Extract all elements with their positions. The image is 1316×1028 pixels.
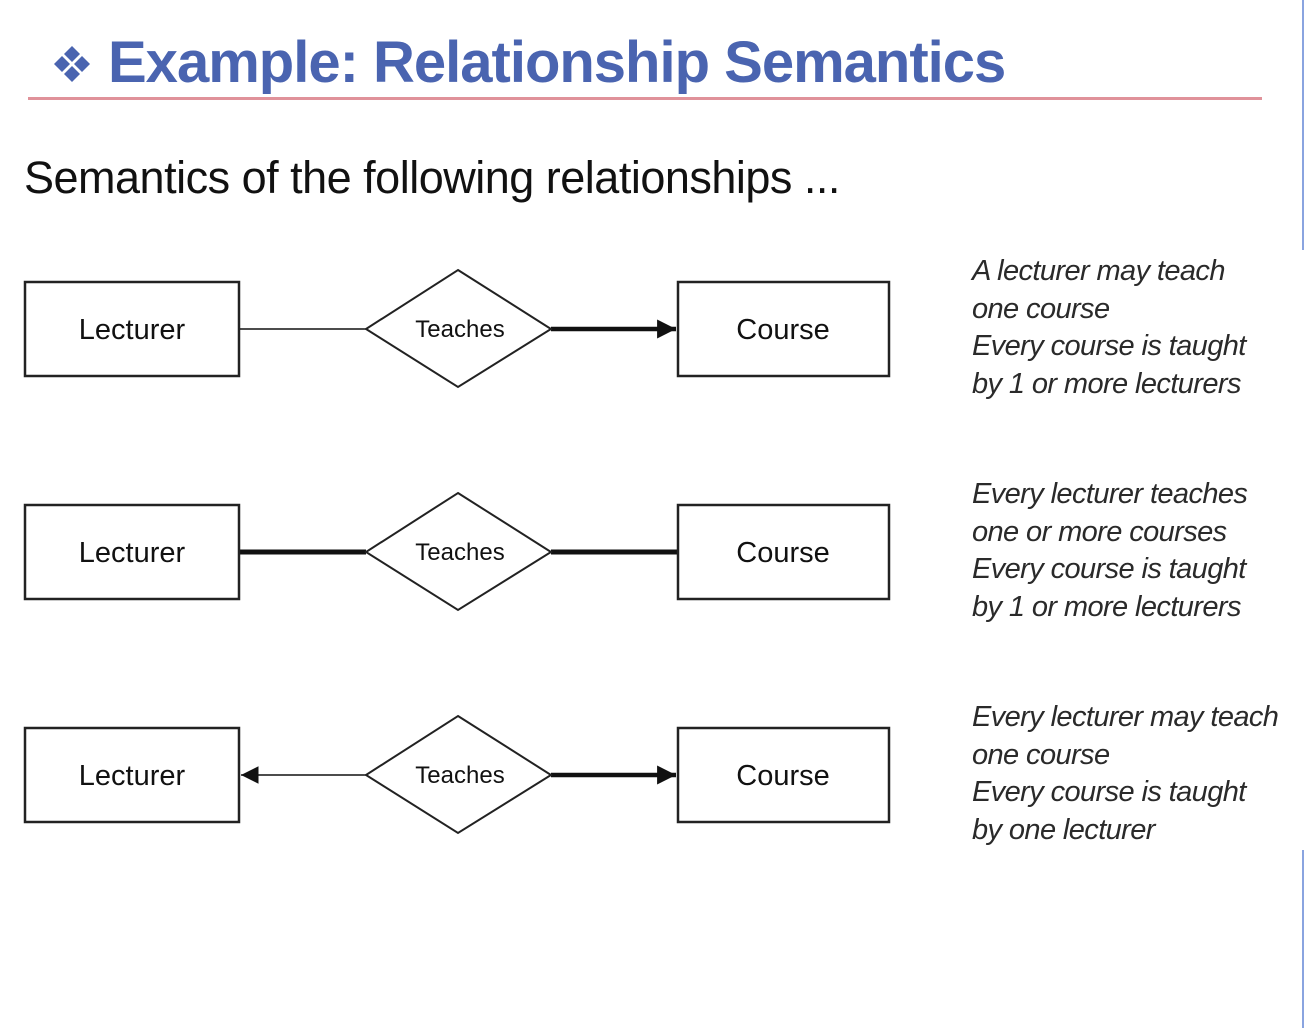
bullet-diamond-left xyxy=(54,56,70,72)
page-title: Example: Relationship Semantics xyxy=(108,29,1006,95)
semantics-line: one or more courses xyxy=(972,515,1227,548)
relationship-teaches xyxy=(364,268,553,389)
semantics-line: one course xyxy=(972,292,1110,325)
entity-course-label: Course xyxy=(736,760,830,792)
right-edge-line-bottom xyxy=(1302,850,1304,1028)
entity-course xyxy=(676,503,891,601)
entity-lecturer-label: Lecturer xyxy=(79,760,186,792)
entity-lecturer xyxy=(23,726,241,824)
er-diagram-3: Lecturer Teaches Course xyxy=(23,714,891,835)
entity-lecturer xyxy=(23,503,241,601)
relationship-teaches-label: Teaches xyxy=(415,762,504,789)
entity-lecturer-label: Lecturer xyxy=(79,537,186,569)
entity-course-label: Course xyxy=(736,537,830,569)
relationship-teaches-label: Teaches xyxy=(415,316,504,343)
semantics-text-2: Every lecturer teaches one or more cours… xyxy=(972,476,1312,626)
er-diagram-2: Lecturer Teaches Course xyxy=(23,491,891,612)
title-underline xyxy=(28,97,1262,100)
semantics-line: Every lecturer teaches xyxy=(972,478,1248,510)
entity-lecturer xyxy=(23,280,241,378)
semantics-text-3: Every lecturer may teach one course Ever… xyxy=(972,699,1312,849)
semantics-line: one course xyxy=(972,738,1110,771)
semantics-line: Every lecturer may teach xyxy=(972,701,1279,733)
relationship-teaches-label: Teaches xyxy=(415,539,504,566)
semantics-line: Every course is taught xyxy=(972,553,1246,585)
entity-lecturer-label: Lecturer xyxy=(79,314,186,346)
semantics-text-1: A lecturer may teach one course Every co… xyxy=(972,253,1312,403)
semantics-line: by one lecturer xyxy=(972,813,1155,846)
semantics-line: Every course is taught xyxy=(972,330,1246,362)
relationship-teaches xyxy=(364,491,553,612)
er-diagram-1: Lecturer Teaches Course xyxy=(23,268,891,389)
semantics-line: by 1 or more lecturers xyxy=(972,367,1241,400)
semantics-line: Every course is taught xyxy=(972,776,1246,808)
er-diagrams: Lecturer Teaches Course Lecturer Teaches… xyxy=(23,268,891,835)
bullet-diamond-right xyxy=(74,56,90,72)
subtitle: Semantics of the following relationships… xyxy=(24,152,840,203)
semantics-line: by 1 or more lecturers xyxy=(972,590,1241,623)
entity-course xyxy=(676,726,891,824)
bullet-diamond-bottom xyxy=(64,66,80,82)
relationship-teaches xyxy=(364,714,553,835)
entity-course xyxy=(676,280,891,378)
bullet-diamond-top xyxy=(64,46,80,62)
semantics-line: A lecturer may teach xyxy=(972,255,1225,287)
title-row: Example: Relationship Semantics xyxy=(50,24,1006,100)
entity-course-label: Course xyxy=(736,314,830,346)
right-edge-line-top xyxy=(1302,0,1304,250)
diamond-cluster-icon xyxy=(54,46,90,82)
